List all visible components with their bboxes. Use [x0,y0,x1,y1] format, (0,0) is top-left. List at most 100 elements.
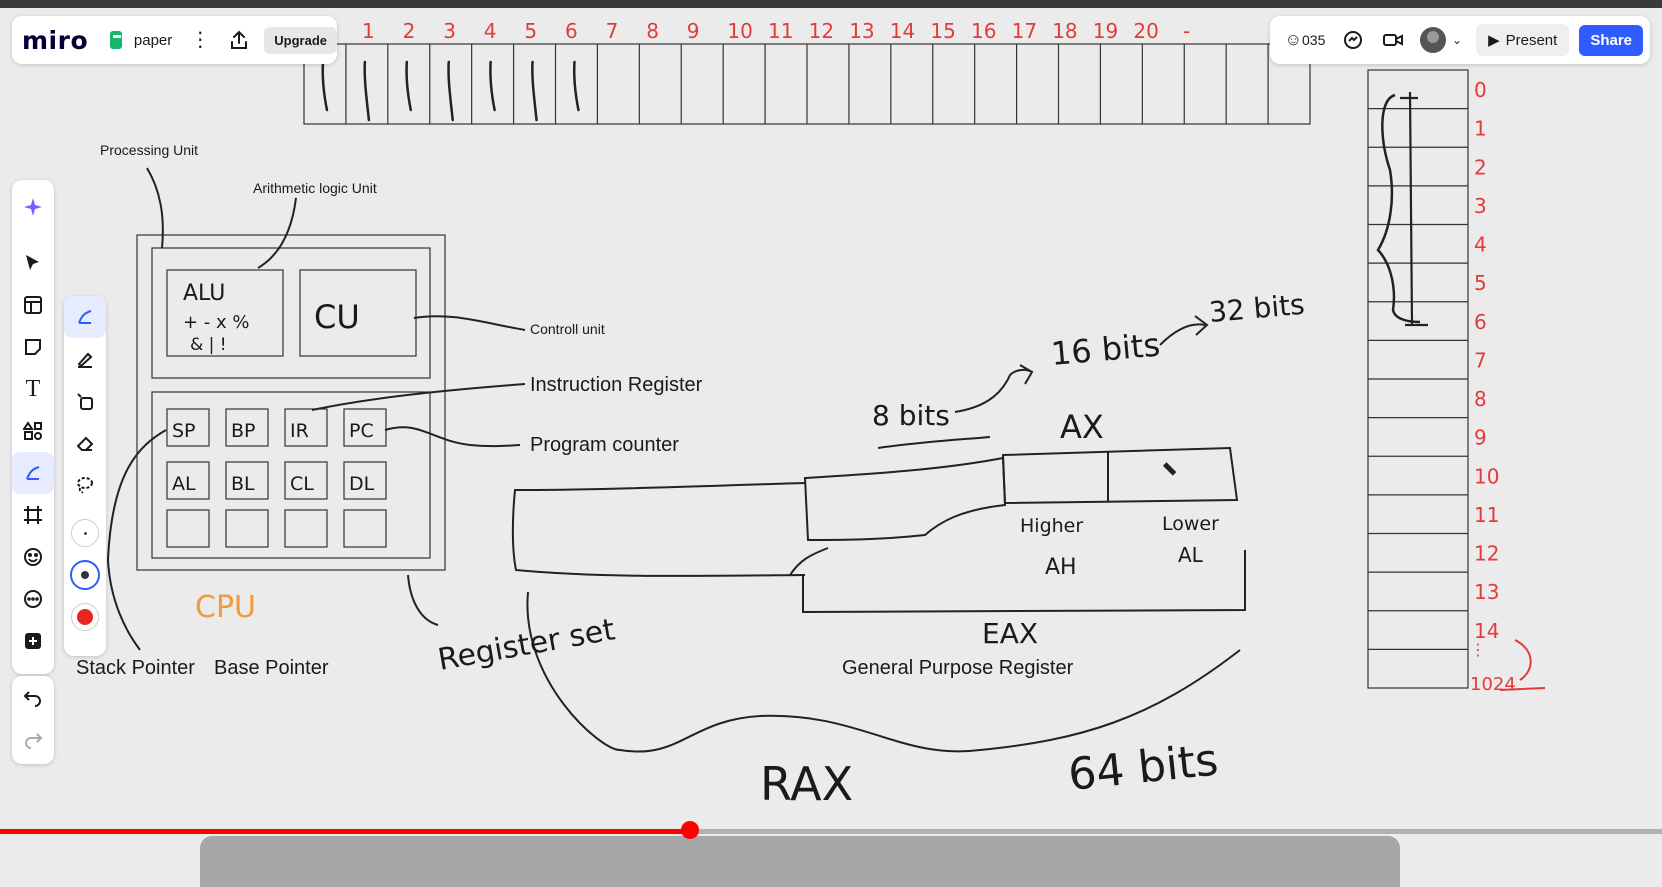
register-label-sp: SP [172,420,196,442]
frame-icon[interactable] [12,494,54,536]
cu-text: CU [314,298,360,336]
top-memory-strip [304,44,1310,124]
video-call-icon[interactable] [1380,27,1406,53]
bit-stroke [449,62,453,120]
miro-logo[interactable]: miro [22,26,88,55]
share-button[interactable]: Share [1579,25,1643,56]
pen-icon[interactable] [64,296,106,338]
register-label-bl: BL [231,473,255,495]
chat-icon[interactable] [1340,27,1366,53]
processing-unit-leader [147,168,163,248]
undo-icon[interactable] [12,676,54,718]
right-index-label: 7 [1474,348,1487,372]
top-index-label: 7 [606,19,619,43]
base-pointer-leader [408,575,438,625]
upgrade-button[interactable]: Upgrade [264,27,337,54]
eraser-icon[interactable] [64,422,106,464]
ai-sparkle-icon[interactable] [12,186,54,228]
al-text: AL [1178,543,1204,567]
text-tool-icon[interactable]: T [12,368,54,410]
thin-stroke-icon[interactable] [64,512,106,554]
red-color-icon[interactable] [64,596,106,638]
right-index-label: 11 [1474,503,1499,527]
highlighter-icon[interactable] [64,338,106,380]
smart-drawing-icon[interactable] [64,380,106,422]
top-index-numbers: 1234567891011121314151617181920- [362,19,1190,43]
select-cursor-icon[interactable] [12,242,54,284]
history-panel [12,676,54,764]
lasso-icon[interactable] [64,464,106,506]
bit-stroke [532,62,536,120]
top-index-label: 6 [565,19,578,43]
bit-stroke [407,62,411,110]
os-dock [200,836,1400,887]
top-index-trailing: - [1183,19,1190,43]
top-index-label: 13 [849,19,874,43]
add-more-icon[interactable] [12,620,54,662]
bits-16-text: 16 bits [1049,326,1161,373]
alu-ops-1: + - x % [183,312,250,333]
base-pointer-label: Base Pointer [214,657,329,679]
processing-unit-label: Processing Unit [100,142,198,158]
alu-text: ALU [183,281,225,306]
medium-stroke-icon[interactable] [64,554,106,596]
video-progress-handle[interactable] [681,821,699,839]
right-index-last: 1024 [1470,674,1516,695]
board-name[interactable]: paper [134,32,172,49]
memory-brace [1378,95,1420,322]
top-index-label: 18 [1052,19,1077,43]
reactions-count: 035 [1302,32,1325,48]
cpu-text: CPU [195,590,256,625]
right-index-label: 5 [1474,271,1487,295]
control-unit-leader [414,316,525,330]
eax-text: EAX [982,617,1038,650]
register-cell [285,510,327,547]
right-index-label: 4 [1474,233,1487,257]
present-button[interactable]: ▶ Present [1476,24,1569,56]
reactions-icon[interactable]: ☺035 [1284,27,1326,53]
templates-icon[interactable] [12,284,54,326]
pen-tool-icon[interactable] [12,452,54,494]
header-right-panel: ☺035 ⌄ ▶ Present Share [1270,16,1650,64]
register-label-bp: BP [231,420,256,442]
top-index-label: 19 [1093,19,1118,43]
top-index-label: 12 [809,19,834,43]
memory-brace-line [1400,92,1428,325]
redo-icon[interactable] [12,718,54,760]
right-index-label: 2 [1474,155,1487,179]
stickers-icon[interactable] [12,536,54,578]
top-index-label: 14 [890,19,915,43]
right-index-label: 0 [1474,78,1487,102]
memory-bit-strokes [323,62,579,120]
general-purpose-register-label: General Purpose Register [842,657,1074,679]
export-icon[interactable] [228,29,250,51]
program-counter-label: Program counter [530,434,679,456]
right-index-label: 12 [1474,542,1499,566]
register-cell [226,510,268,547]
shapes-icon[interactable] [12,410,54,452]
stack-pointer-label: Stack Pointer [76,657,195,679]
sticky-note-icon[interactable] [12,326,54,368]
bits-8-text: 8 bits [872,399,950,432]
register-label-cl: CL [290,473,314,495]
comment-icon[interactable] [12,578,54,620]
register-label-dl: DL [349,473,375,495]
top-index-label: 9 [687,19,700,43]
chevron-down-icon[interactable]: ⌄ [1452,33,1462,47]
instruction-register-leader [312,384,525,410]
ah-text: AH [1045,555,1077,580]
right-index-numbers: 01234567891011121314⋮1024 [1470,78,1516,695]
pen-palette [64,296,106,656]
top-index-label: 17 [1012,19,1037,43]
top-index-label: 3 [443,19,456,43]
register-label-al: AL [172,473,196,495]
right-index-label: 1 [1474,117,1487,141]
avatar[interactable] [1420,27,1446,53]
more-options-icon[interactable]: ⋮ [190,30,210,50]
lower-text: Lower [1162,513,1219,535]
top-index-label: 10 [727,19,752,43]
handwriting: ALU + - x % & | ! CU SPBPIRPCALBLCLDL CP… [172,281,1306,811]
right-index-dots: ⋮ [1470,640,1486,659]
video-progress-fill [0,829,690,834]
